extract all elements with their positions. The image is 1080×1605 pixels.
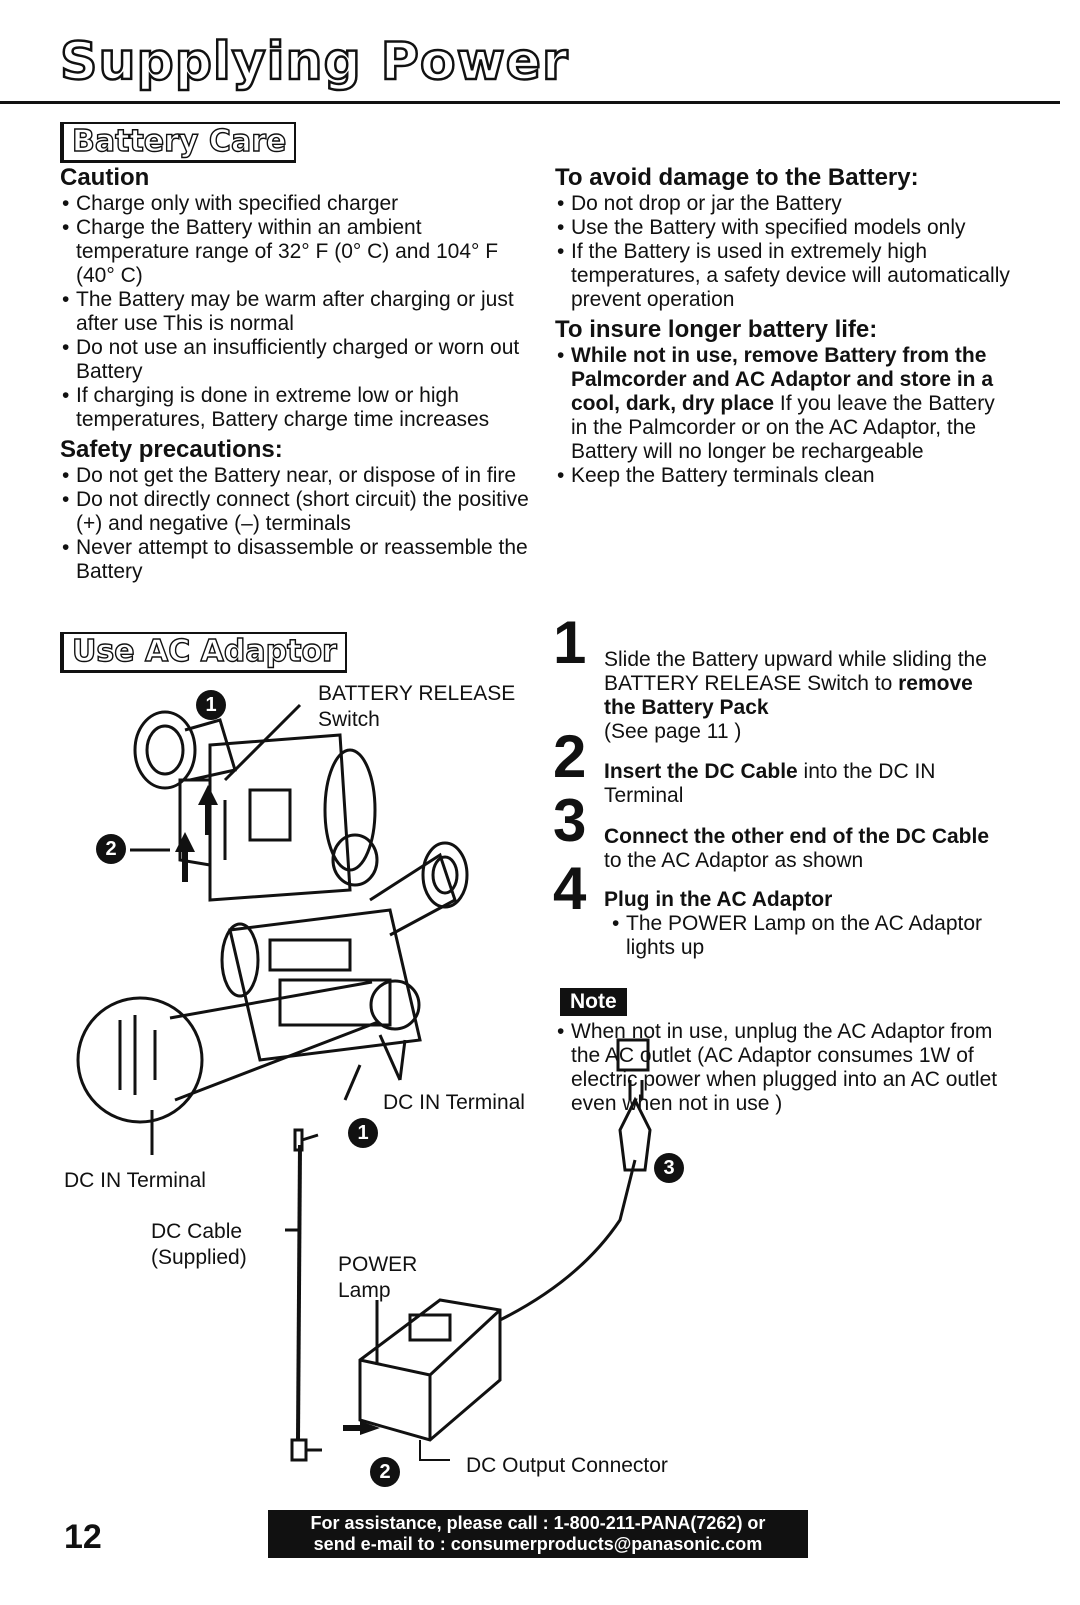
list-item: Never attempt to disassemble or reassemb… [60, 536, 540, 584]
step-bold: remove the Battery Pack [604, 672, 973, 719]
assistance-footer: For assistance, please call : 1-800-211-… [268, 1510, 808, 1558]
list-item: While not in use, remove Battery from th… [555, 344, 1015, 464]
list-item: When not in use, unplug the AC Adaptor f… [555, 1020, 1015, 1116]
list-item: Keep the Battery terminals clean [555, 464, 1015, 488]
step-pre: Slide the Battery upward while sliding t… [604, 648, 987, 695]
list-item: Do not use an insufficiently charged or … [60, 336, 540, 384]
note-list: When not in use, unplug the AC Adaptor f… [555, 1020, 1015, 1116]
longer-life-bold: While not in use, remove Battery from th… [571, 344, 994, 415]
step-text: Slide the Battery upward while sliding t… [604, 648, 1004, 744]
list-item: The POWER Lamp on the AC Adaptor lights … [610, 912, 1004, 960]
left-column: Caution Charge only with specified charg… [60, 164, 540, 584]
caution-list: Charge only with specified charger Charg… [60, 192, 540, 432]
battery-care-heading: Battery Care [60, 122, 297, 163]
arrow-up-icon [175, 785, 380, 1435]
right-column: To avoid damage to the Battery: Do not d… [555, 164, 1015, 488]
camcorder-illustration [76, 703, 652, 1462]
callout-1-icon: 1 [196, 690, 226, 720]
magnifier-circle [76, 996, 204, 1124]
step-number: 4 [553, 855, 587, 922]
list-item: Charge only with specified charger [60, 192, 540, 216]
avoid-damage-title: To avoid damage to the Battery: [555, 164, 919, 191]
caution-title: Caution [60, 164, 150, 191]
camcorder-top-drawing [133, 710, 379, 902]
step-text: Plug in the AC Adaptor The POWER Lamp on… [604, 888, 1004, 960]
step-sublist: The POWER Lamp on the AC Adaptor lights … [610, 912, 1004, 960]
dc-cable-label: DC Cable [151, 1220, 243, 1243]
step-text: Insert the DC Cable into the DC IN Termi… [604, 760, 1004, 808]
ac-outlet [616, 1038, 650, 1072]
list-item: If charging is done in extreme low or hi… [60, 384, 540, 432]
camcorder-lower-drawing [220, 841, 469, 1081]
list-item: Do not drop or jar the Battery [555, 192, 1015, 216]
footer-line-1: For assistance, please call : 1-800-211-… [310, 1513, 766, 1533]
battery-release-label: BATTERY RELEASE [318, 682, 516, 705]
page-number: 12 [64, 1518, 102, 1556]
longer-life-rest: If you leave the Battery in the Palmcord… [571, 392, 995, 463]
step-bold: Insert the DC Cable [604, 760, 798, 783]
supplied-label: (Supplied) [151, 1246, 247, 1269]
dc-plug-bottom [290, 1438, 322, 1462]
dc-cable [296, 1144, 302, 1441]
lamp-label: Lamp [338, 1279, 391, 1302]
footer-line-2: send e-mail to : consumerproducts@panaso… [313, 1534, 763, 1554]
list-item: Charge the Battery within an ambient tem… [60, 216, 540, 288]
safety-title: Safety precautions: [60, 436, 283, 463]
ac-adaptor-drawing [358, 1038, 652, 1442]
dc-in-terminal-label: DC IN Terminal [383, 1091, 525, 1114]
safety-list: Do not get the Battery near, or dispose … [60, 464, 540, 584]
dc-output-label: DC Output Connector [466, 1454, 668, 1477]
longer-life-list: While not in use, remove Battery from th… [555, 344, 1015, 488]
step-bold: Connect the other end of the DC Cable [604, 825, 990, 848]
power-label: POWER [338, 1253, 418, 1276]
dc-in-terminal-left-label: DC IN Terminal [64, 1169, 206, 1192]
ac-adaptor-heading: Use AC Adaptor [60, 632, 347, 673]
step-number: 3 [553, 787, 587, 854]
list-item: Do not get the Battery near, or dispose … [60, 464, 540, 488]
switch-label: Switch [318, 708, 380, 731]
dc-plug-top [293, 1128, 319, 1152]
step-post: (See page 11 ) [604, 720, 742, 743]
page-title: Supplying Power [59, 31, 569, 94]
step-post: to the AC Adaptor as shown [604, 849, 864, 872]
note-label: Note [560, 988, 627, 1016]
step-number: 1 [553, 609, 587, 676]
step-post: into the DC IN Terminal [604, 760, 936, 807]
list-item: If the Battery is used in extremely high… [555, 240, 1015, 312]
avoid-damage-list: Do not drop or jar the Battery Use the B… [555, 192, 1015, 312]
ac-plug [618, 1096, 652, 1172]
step-text: Connect the other end of the DC Cable to… [604, 825, 1004, 873]
callout-3-icon: 3 [654, 1153, 684, 1183]
title-rule [0, 101, 1060, 104]
list-item: Do not directly connect (short circuit) … [60, 488, 540, 536]
list-item: Use the Battery with specified models on… [555, 216, 1015, 240]
longer-life-title: To insure longer battery life: [555, 316, 878, 343]
step-number: 2 [553, 723, 587, 790]
callout-2-icon: 2 [96, 834, 126, 864]
step-bold: Plug in the AC Adaptor [604, 888, 833, 911]
callout-2-icon: 2 [370, 1457, 400, 1487]
list-item: The Battery may be warm after charging o… [60, 288, 540, 336]
callout-1-icon: 1 [348, 1118, 378, 1148]
